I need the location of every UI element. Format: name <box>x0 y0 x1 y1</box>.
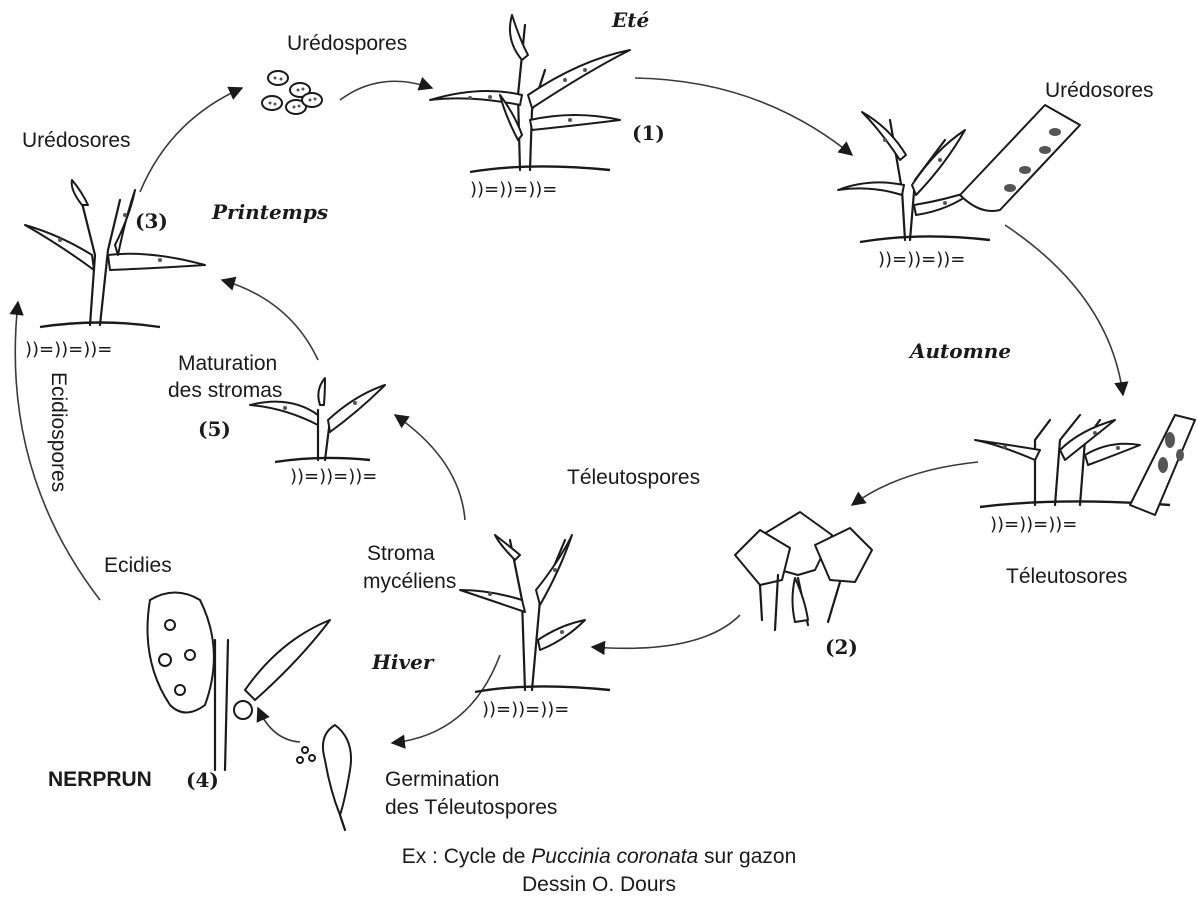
uredospores-icon <box>262 71 322 114</box>
roots-summer: ))=))=))= <box>470 179 557 200</box>
figure-caption: Ex : Cycle de Puccinia coronata sur gazo… <box>0 845 1198 869</box>
plant-stroma-icon: ))=))=))= <box>460 535 610 720</box>
nerprun-icon <box>148 593 331 771</box>
label-maturation-2: des stromas <box>168 379 282 402</box>
label-germination-2: des Téleutospores <box>385 796 557 819</box>
arrow-uredosores-to-teleutosores <box>1005 225 1123 395</box>
number-5: (5) <box>198 417 231 441</box>
label-teleutosores: Téleutosores <box>1006 565 1127 588</box>
plant-spring-icon: ))=))=))= <box>25 180 205 360</box>
roots-autumn: ))=))=))= <box>878 249 965 270</box>
arrow-teleutospores-to-stroma <box>592 615 740 648</box>
plant-summer-icon: ))=))=))= <box>430 15 630 200</box>
caption-prefix: Ex : Cycle de <box>402 845 532 868</box>
label-teleutospores: Téleutospores <box>567 466 700 489</box>
label-stroma-2: mycéliens <box>363 570 456 593</box>
arrow-stroma-to-maturation <box>395 415 465 520</box>
label-uredosores-right: Urédosores <box>1045 79 1154 102</box>
number-3: (3) <box>135 209 168 233</box>
label-stroma-1: Stroma <box>367 542 435 565</box>
plant-autumn-icon: ))=))=))= <box>838 105 1080 270</box>
label-germination-1: Germination <box>385 768 499 791</box>
season-automne: Automne <box>908 339 1011 363</box>
caption-suffix: sur gazon <box>698 845 796 868</box>
number-1: (1) <box>632 121 665 145</box>
label-nerprun: NERPRUN <box>48 768 152 791</box>
arrow-spring-to-uredospores <box>140 88 242 192</box>
figure-credit: Dessin O. Dours <box>0 873 1198 897</box>
roots-maturation: ))=))=))= <box>290 466 377 487</box>
season-ete: Eté <box>611 8 649 32</box>
season-hiver: Hiver <box>371 650 435 674</box>
caption-species: Puccinia coronata <box>531 845 698 868</box>
teleutospores-icon <box>735 512 872 630</box>
germination-icon <box>297 725 351 830</box>
arrow-germination-to-nerprun <box>258 708 300 742</box>
arrow-summer-to-autumn <box>635 78 852 155</box>
arrow-maturation-to-spring <box>222 280 318 360</box>
label-ecidiospores: Ecidiospores <box>47 372 70 492</box>
label-maturation-1: Maturation <box>178 352 277 375</box>
label-uredospores: Urédospores <box>287 32 407 55</box>
roots-teleutosores: ))=))=))= <box>990 514 1077 535</box>
label-uredosores-left: Urédosores <box>22 129 131 152</box>
arrow-teleutosores-to-teleutospores <box>852 462 978 505</box>
roots-stroma: ))=))=))= <box>482 699 569 720</box>
number-2: (2) <box>825 635 858 659</box>
plant-teleutosores-icon: ))=))=))= <box>975 415 1195 535</box>
label-ecidies: Ecidies <box>104 554 172 577</box>
number-4: (4) <box>186 768 219 792</box>
arrow-spores-to-summer <box>340 81 432 100</box>
roots-spring: ))=))=))= <box>25 339 112 360</box>
season-printemps: Printemps <box>211 200 328 224</box>
